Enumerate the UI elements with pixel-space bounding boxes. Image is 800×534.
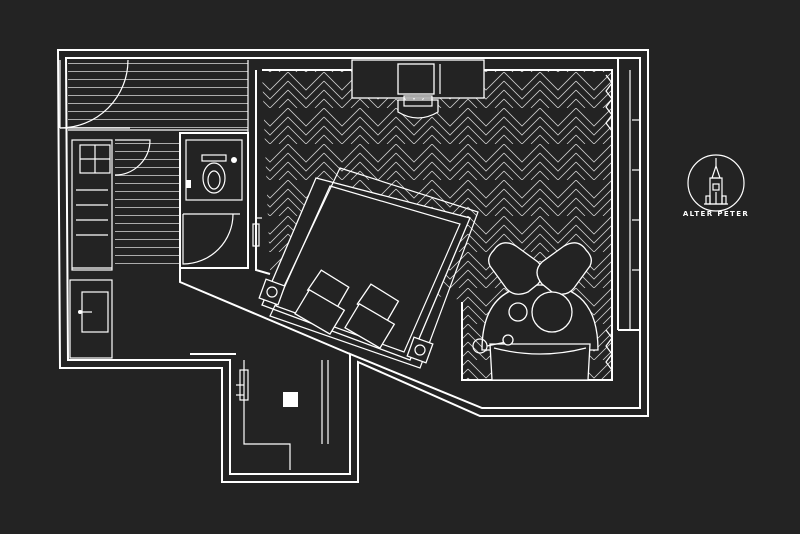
alter-peter-logo: ALTER PETER [683,154,749,218]
entry-door [59,59,130,129]
corridor-floor [68,60,249,268]
logo-text: ALTER PETER [683,210,749,218]
exterior-walls [56,49,649,483]
desk [351,59,485,119]
lower-room [190,353,329,470]
church-tower-icon [704,158,728,205]
bed [258,167,479,369]
partition-wall [179,70,351,355]
logo-ring [687,154,745,212]
bathroom [179,132,249,269]
lounge [472,242,599,381]
wardrobe [71,139,151,271]
curtain [605,70,640,371]
sink [69,279,113,359]
